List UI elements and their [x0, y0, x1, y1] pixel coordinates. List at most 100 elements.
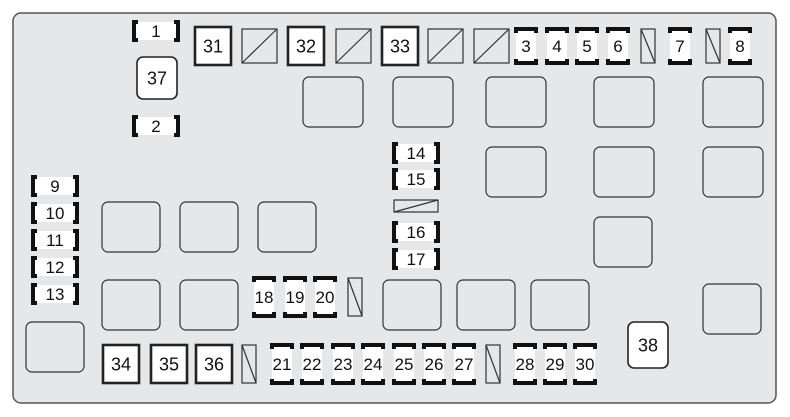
- fuse-label: 32: [296, 36, 316, 56]
- relay-slot: [179, 279, 239, 331]
- fuse-label: 8: [735, 37, 744, 56]
- empty-slot: [705, 28, 721, 64]
- fuse-19: 19: [283, 276, 307, 318]
- fuse-27: 27: [452, 343, 476, 385]
- fuse-15: 15: [392, 168, 440, 190]
- relay-slot: [456, 279, 516, 331]
- fuse-10: 10: [31, 202, 79, 224]
- fuse-label: 4: [552, 37, 561, 56]
- relay-slot: [702, 146, 764, 198]
- empty-slot: [335, 28, 372, 64]
- fuse-31: 31: [193, 25, 233, 67]
- empty-slot: [241, 344, 257, 384]
- fuse-label: 6: [613, 37, 622, 56]
- fuse-32: 32: [286, 25, 326, 67]
- fuse-label: 15: [407, 170, 426, 189]
- relay-slot: [593, 146, 655, 198]
- fuse-21: 21: [270, 343, 294, 385]
- fuse-label: 21: [273, 355, 292, 374]
- fuse-38: 38: [627, 321, 669, 369]
- relay-slot: [702, 283, 762, 335]
- fuse-4: 4: [545, 27, 569, 65]
- fuse-7: 7: [668, 27, 692, 65]
- fuse-label: 27: [455, 355, 474, 374]
- fuse-label: 23: [334, 355, 353, 374]
- fuse-12: 12: [31, 256, 79, 278]
- fuse-28: 28: [513, 343, 537, 385]
- fuse-8: 8: [728, 27, 752, 65]
- fuse-label: 31: [203, 36, 223, 56]
- empty-slot: [241, 28, 278, 64]
- fuse-33: 33: [380, 25, 420, 67]
- fuse-18: 18: [252, 276, 276, 318]
- fuse-label: 7: [675, 37, 684, 56]
- relay-slot: [302, 76, 364, 128]
- fuse-35: 35: [149, 343, 189, 385]
- fuse-29: 29: [543, 343, 567, 385]
- fuse-label: 16: [407, 223, 426, 242]
- empty-slot: [473, 28, 510, 64]
- fuse-label: 33: [390, 36, 410, 56]
- fuse-37: 37: [136, 56, 178, 100]
- relay-slot: [593, 216, 653, 268]
- fuse-label: 11: [46, 231, 64, 250]
- fuse-16: 16: [392, 221, 440, 243]
- relay-slot: [702, 76, 764, 128]
- empty-slot: [640, 28, 656, 64]
- empty-fuse-slots: [241, 28, 721, 384]
- fuse-34: 34: [101, 343, 141, 385]
- fuse-label: 20: [316, 288, 335, 307]
- fuse-9: 9: [31, 175, 79, 197]
- fuse-5: 5: [575, 27, 599, 65]
- fuse-label: 34: [111, 354, 131, 374]
- fuse-label: 3: [521, 37, 530, 56]
- fuse-label: 24: [364, 355, 383, 374]
- fuse-label: 19: [286, 288, 305, 307]
- fuse-22: 22: [300, 343, 324, 385]
- relay-slot: [530, 279, 590, 331]
- empty-slot: [347, 277, 363, 317]
- fuse-label: 36: [204, 354, 224, 374]
- relay-slot: [101, 201, 161, 253]
- fuse-label: 14: [407, 144, 426, 163]
- fuse-25: 25: [392, 343, 416, 385]
- fuse-label: 29: [546, 355, 565, 374]
- fuse-13: 13: [31, 283, 79, 305]
- fuse-24: 24: [361, 343, 385, 385]
- fuse-36: 36: [194, 343, 234, 385]
- empty-slot: [427, 28, 464, 64]
- relay-slot: [593, 76, 655, 128]
- fuse-label: 10: [46, 204, 65, 223]
- fuse-label: 35: [159, 354, 179, 374]
- fuse-label: 28: [516, 355, 535, 374]
- fuse-26: 26: [422, 343, 446, 385]
- fuse-23: 23: [331, 343, 355, 385]
- fuse-label: 30: [576, 355, 595, 374]
- fuse-11: 11: [31, 229, 79, 251]
- relay-slot: [485, 76, 547, 128]
- relay-slot: [101, 279, 161, 331]
- fuse-label: 2: [151, 117, 160, 136]
- fuse-17: 17: [392, 248, 440, 270]
- fuse-label: 13: [46, 285, 65, 304]
- fuse-label: 26: [425, 355, 444, 374]
- fuse-label: 9: [50, 177, 59, 196]
- fuse-label: 25: [395, 355, 414, 374]
- fuse-label: 18: [255, 288, 274, 307]
- empty-slot: [393, 199, 439, 213]
- fuse-30: 30: [573, 343, 597, 385]
- fuse-label: 38: [638, 335, 658, 355]
- relay-slot: [485, 146, 547, 198]
- fuse-6: 6: [606, 27, 630, 65]
- relay-slots: [25, 76, 764, 373]
- relay-slot: [392, 76, 454, 128]
- fuse-20: 20: [313, 276, 337, 318]
- fuse-label: 5: [582, 37, 591, 56]
- fuse-1: 1: [132, 20, 180, 42]
- relay-slot: [257, 201, 317, 253]
- fuse-3: 3: [514, 27, 538, 65]
- fuse-label: 22: [303, 355, 322, 374]
- fuse-label: 1: [151, 22, 160, 41]
